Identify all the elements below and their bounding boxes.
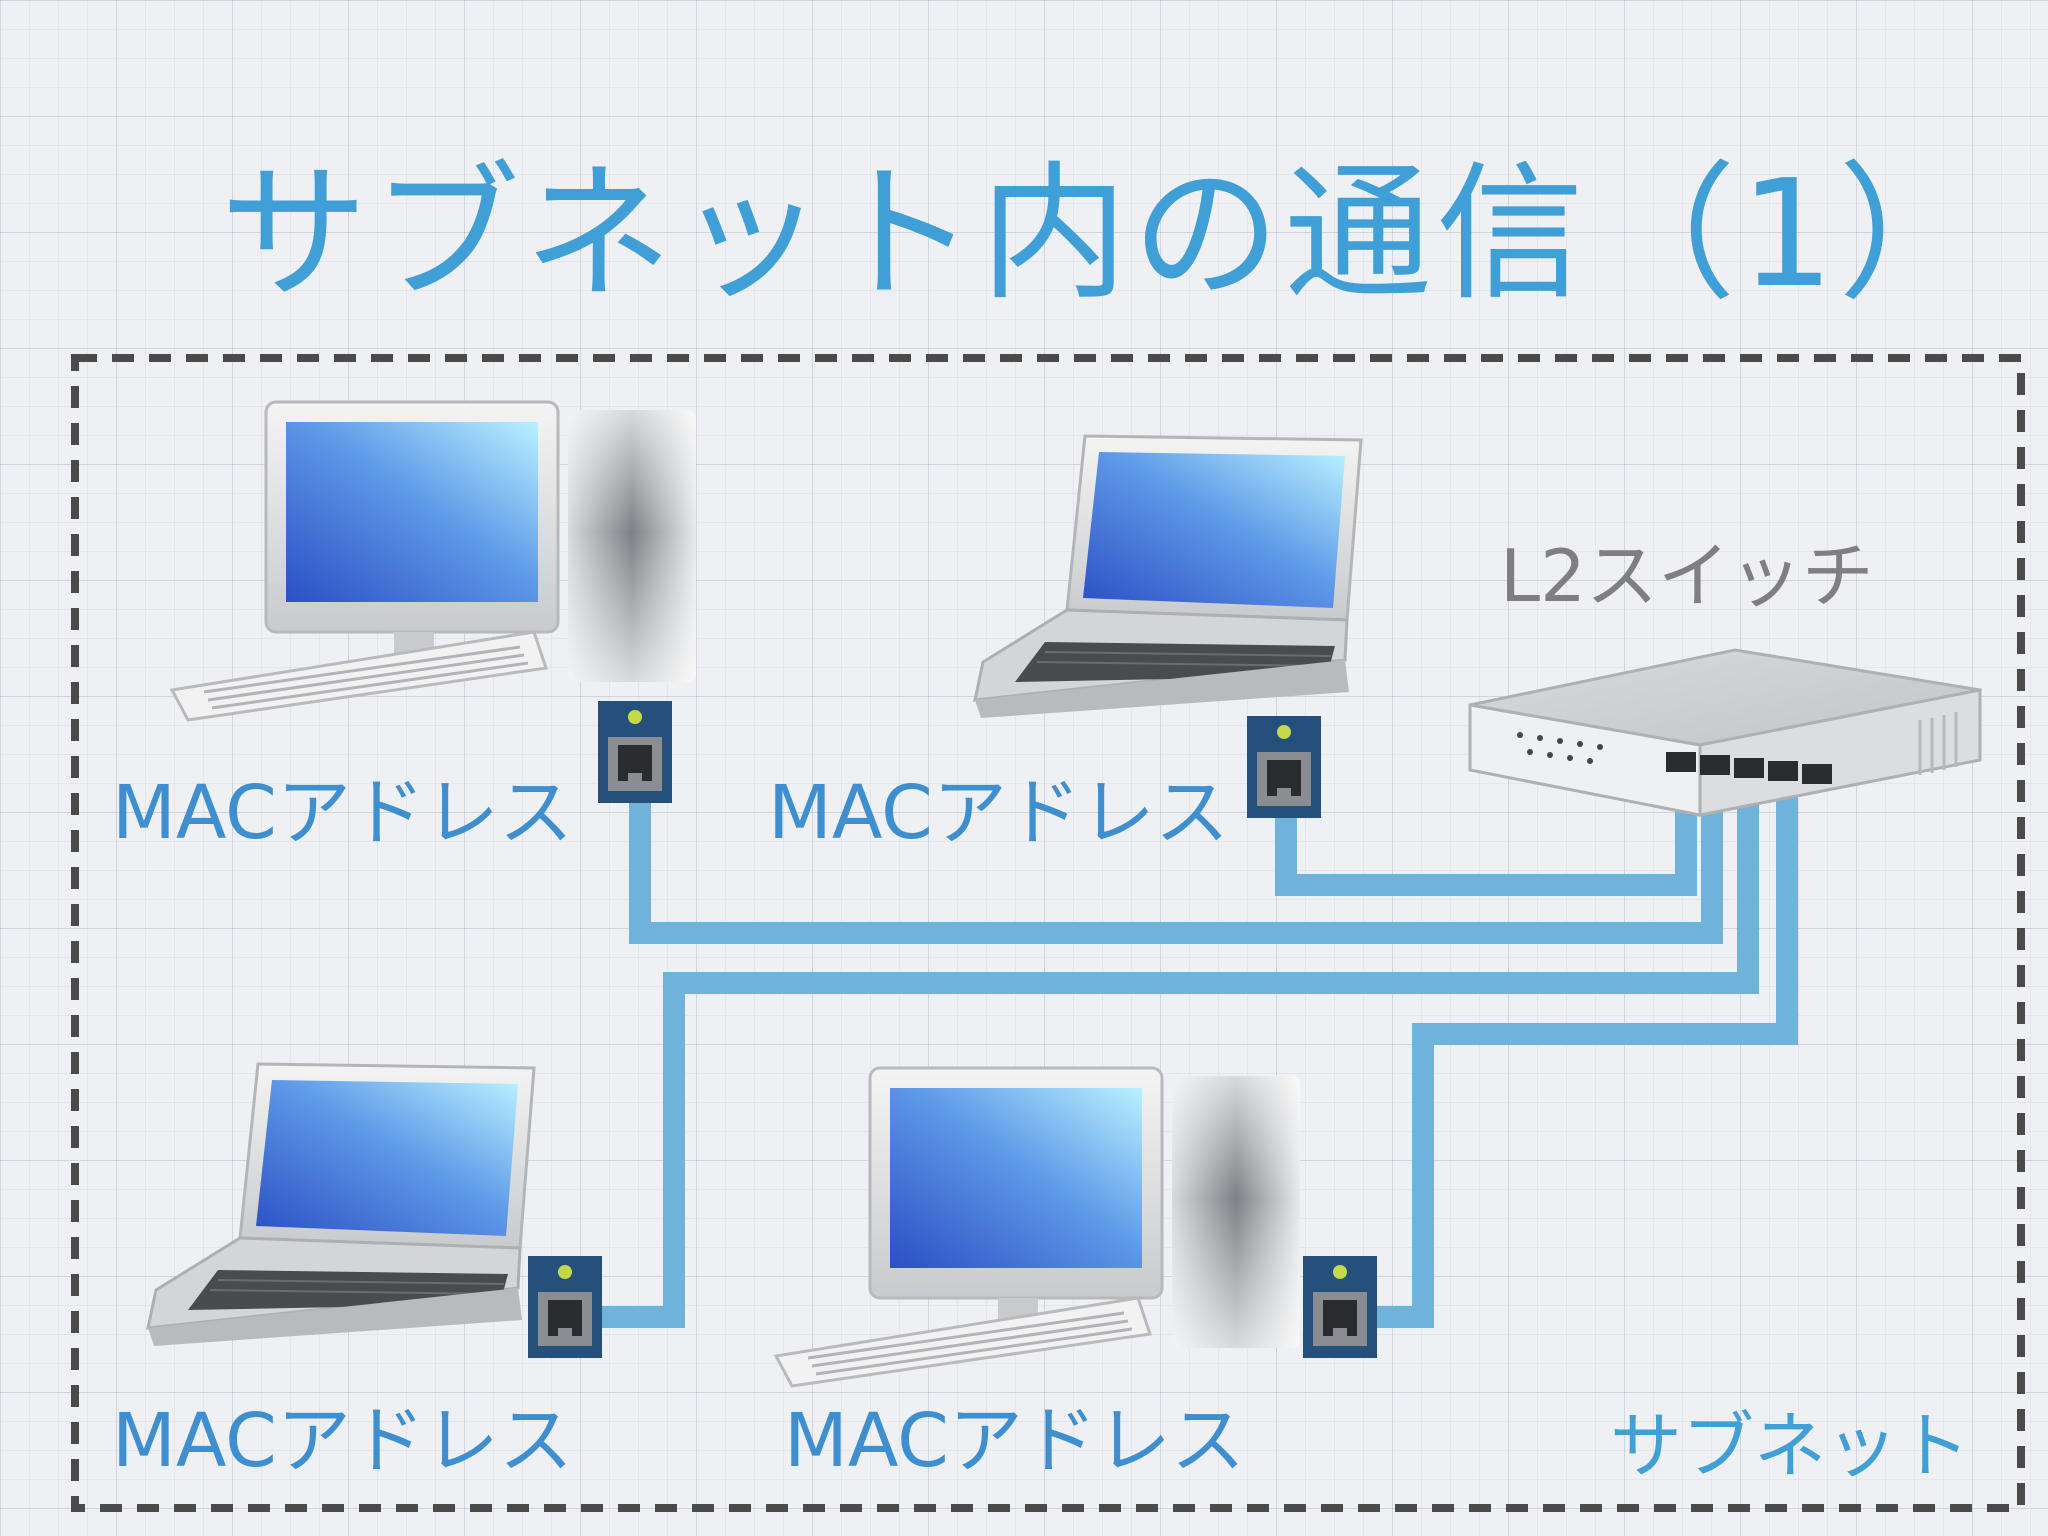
- lan-port-icon: [598, 701, 672, 803]
- desktop-pc-icon: [172, 402, 696, 720]
- mac-address-label: MACアドレス: [112, 1404, 573, 1478]
- switch-label: L2スイッチ: [1500, 540, 1874, 612]
- laptop-icon: [148, 1064, 534, 1346]
- mac-address-label: MACアドレス: [784, 1404, 1245, 1478]
- laptop-icon: [975, 436, 1361, 718]
- mac-address-label: MACアドレス: [112, 776, 573, 850]
- desktop-pc-icon: [776, 1068, 1300, 1386]
- lan-port-icon: [1247, 716, 1321, 818]
- lan-port-icon: [528, 1256, 602, 1358]
- subnet-label: サブネット: [1610, 1410, 1970, 1482]
- network-switch-icon: [1470, 650, 1980, 815]
- lan-port-icon: [1303, 1256, 1377, 1358]
- mac-address-label: MACアドレス: [768, 776, 1229, 850]
